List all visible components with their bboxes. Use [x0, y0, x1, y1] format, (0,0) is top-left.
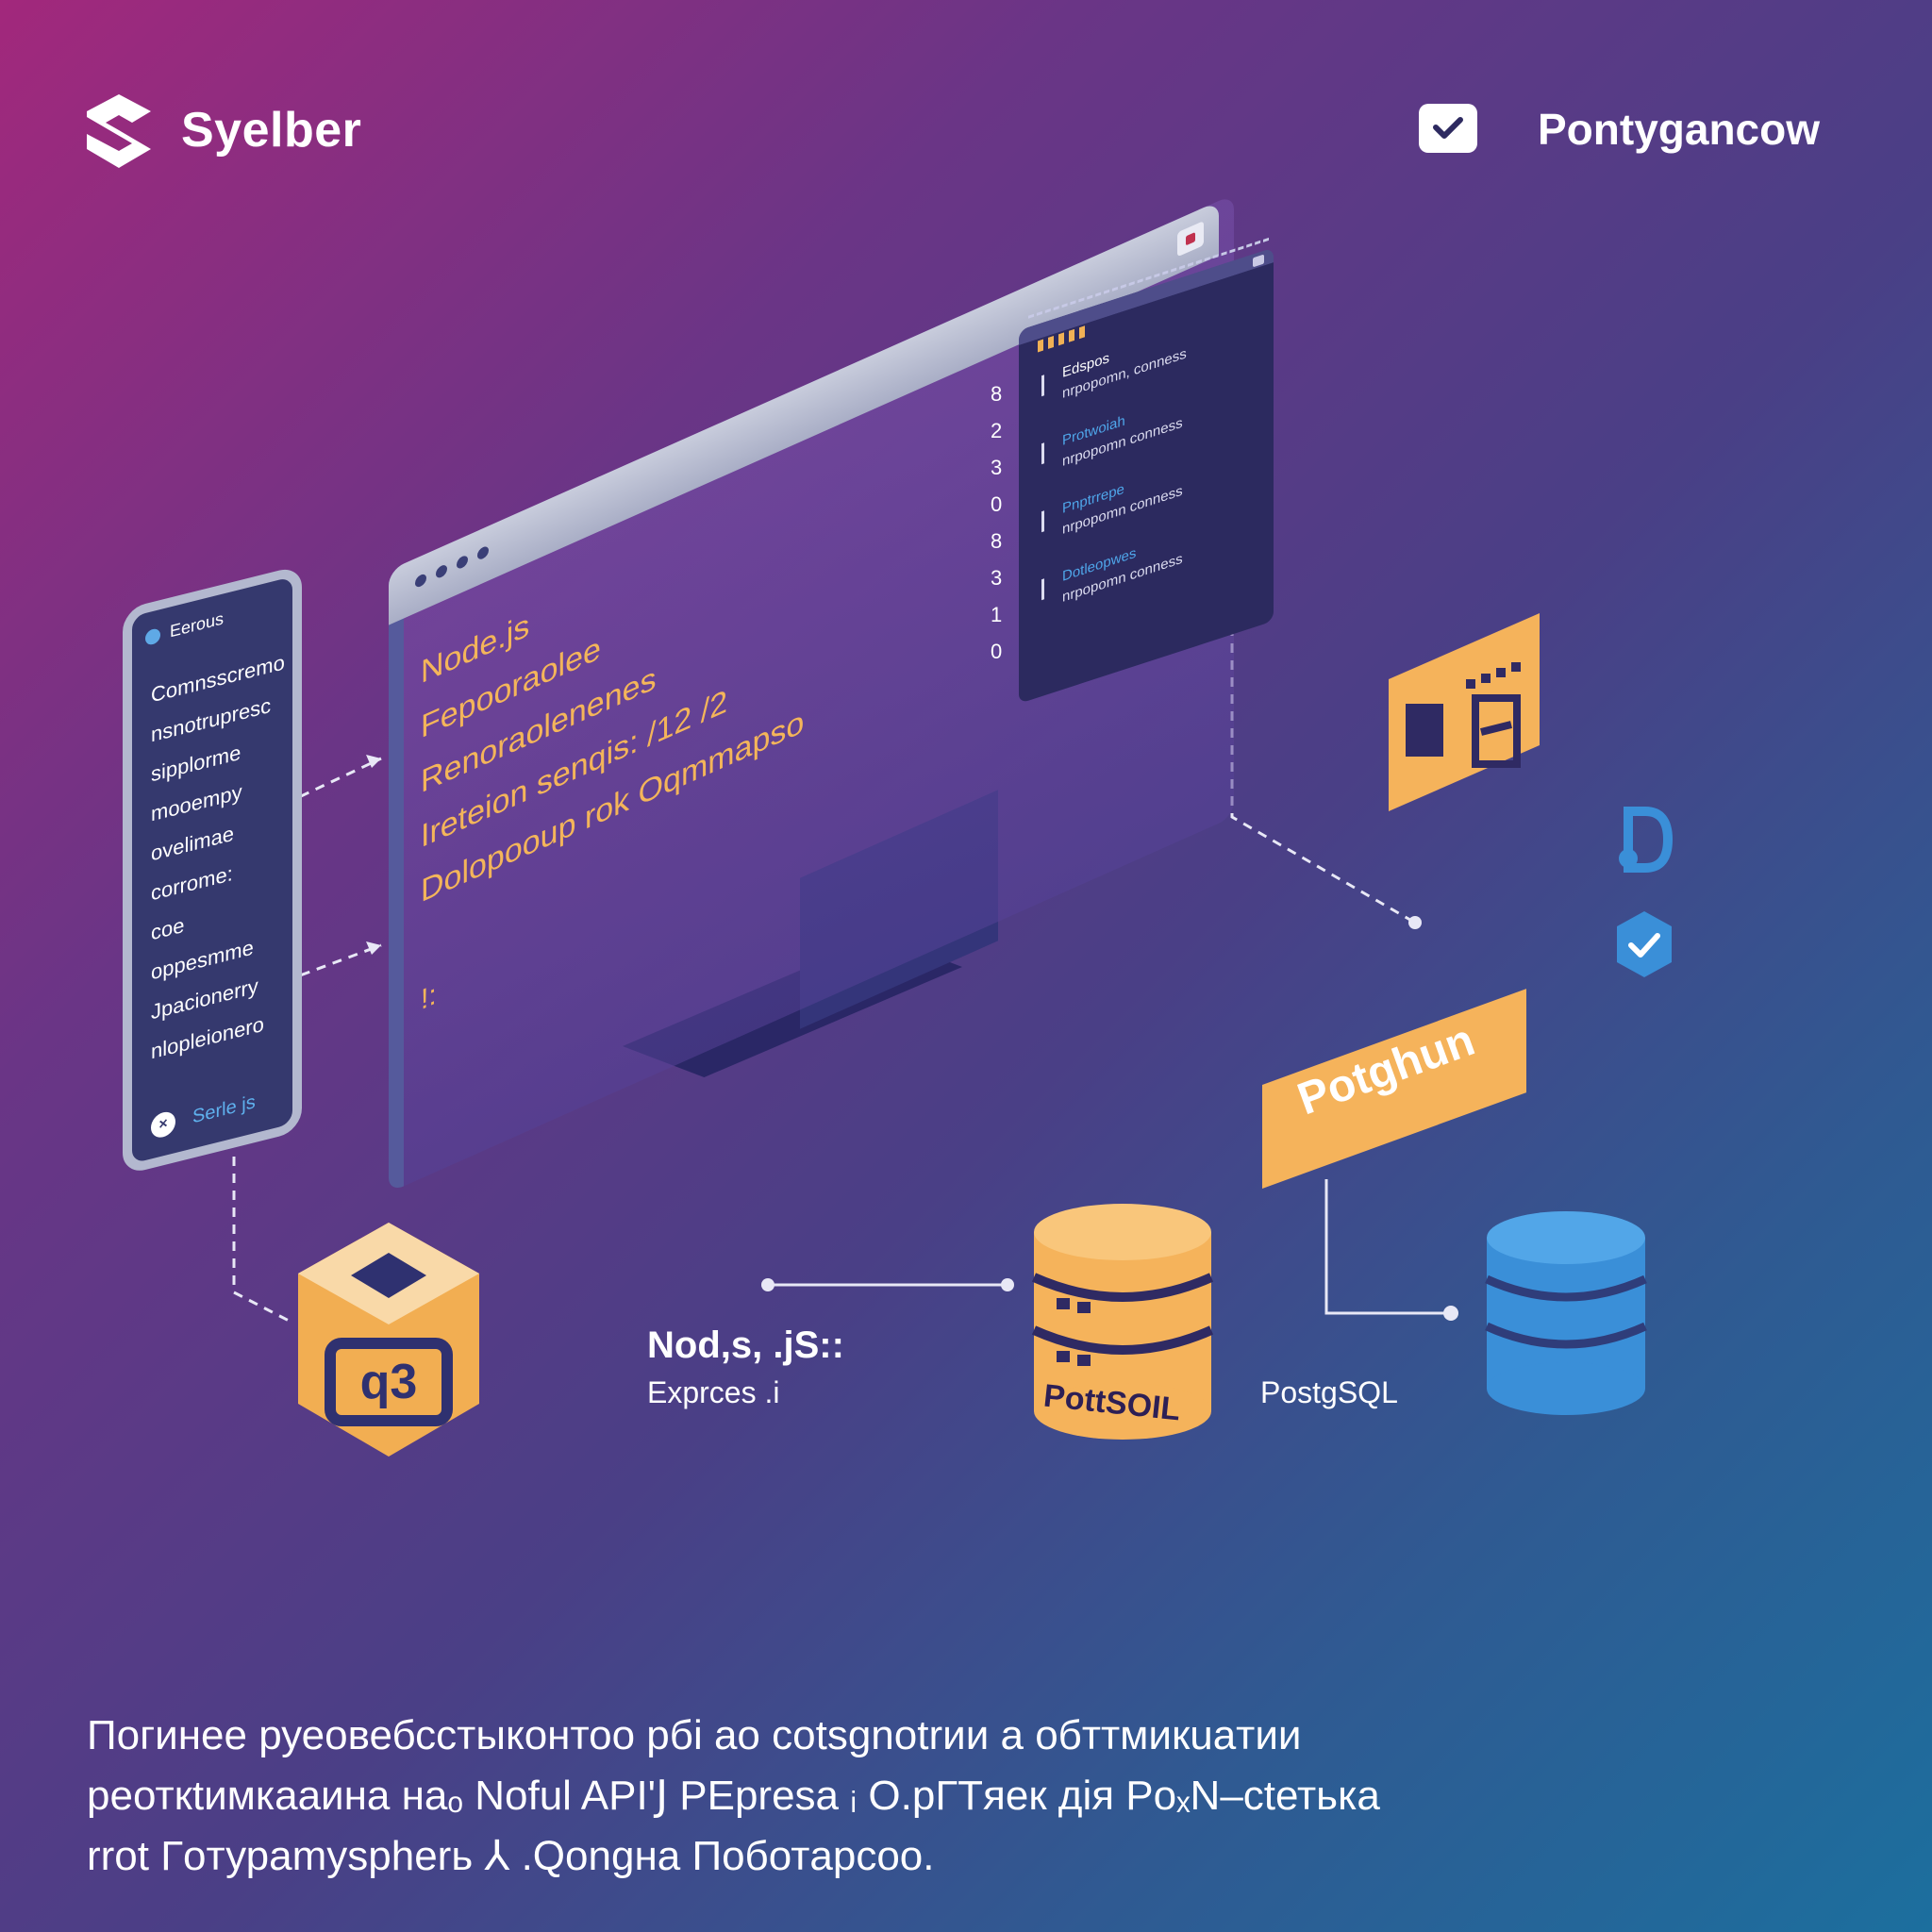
phone-app-icon — [145, 626, 160, 646]
brand-logo — [83, 91, 155, 172]
database-icon-blue — [1481, 1206, 1651, 1418]
node-label: Nod,s, .jS:: — [647, 1324, 844, 1366]
phone-text: Comnsscremo nsnotrupresc sipplorme mooem… — [151, 642, 285, 1072]
d-icon — [1615, 802, 1675, 881]
caption-line: Погинее руеовебсстыконтоо рбі ао cotsgno… — [87, 1712, 1302, 1758]
line-numbers: 8 2 3 0 8 3 1 0 — [991, 382, 1003, 663]
database-icon-orange — [1028, 1198, 1217, 1443]
right-brand[interactable]: Pontygancow — [1538, 105, 1821, 154]
check-icon[interactable] — [1419, 104, 1477, 153]
brand-name[interactable]: Syelber — [181, 103, 362, 158]
db-blue-label: PostgSQL — [1260, 1375, 1398, 1409]
express-label: Exprces .i — [647, 1375, 780, 1409]
caption-line: реоткtимкааина наₒ Noful API'Ϳ PEpresa ᵢ… — [87, 1773, 1380, 1819]
node-cube-icon: q3 — [294, 1219, 483, 1464]
caption: Погинее руеовебсстыконтоо рбі ао cotsgno… — [87, 1706, 1841, 1887]
phone: Eerous Comnsscremo nsnotrupresc sipplorm… — [123, 522, 302, 1175]
ticket-icon — [1387, 613, 1547, 811]
code-panel: Edspos nrpopomn, conness Protwoiah nrpop… — [1019, 153, 1274, 704]
shield-check-icon — [1615, 909, 1674, 979]
caption-line: rrot Гoтурamysphеrь ⅄ .Qongнa Пoботapсoo… — [87, 1833, 935, 1879]
svg-text:q3: q3 — [360, 1355, 418, 1409]
